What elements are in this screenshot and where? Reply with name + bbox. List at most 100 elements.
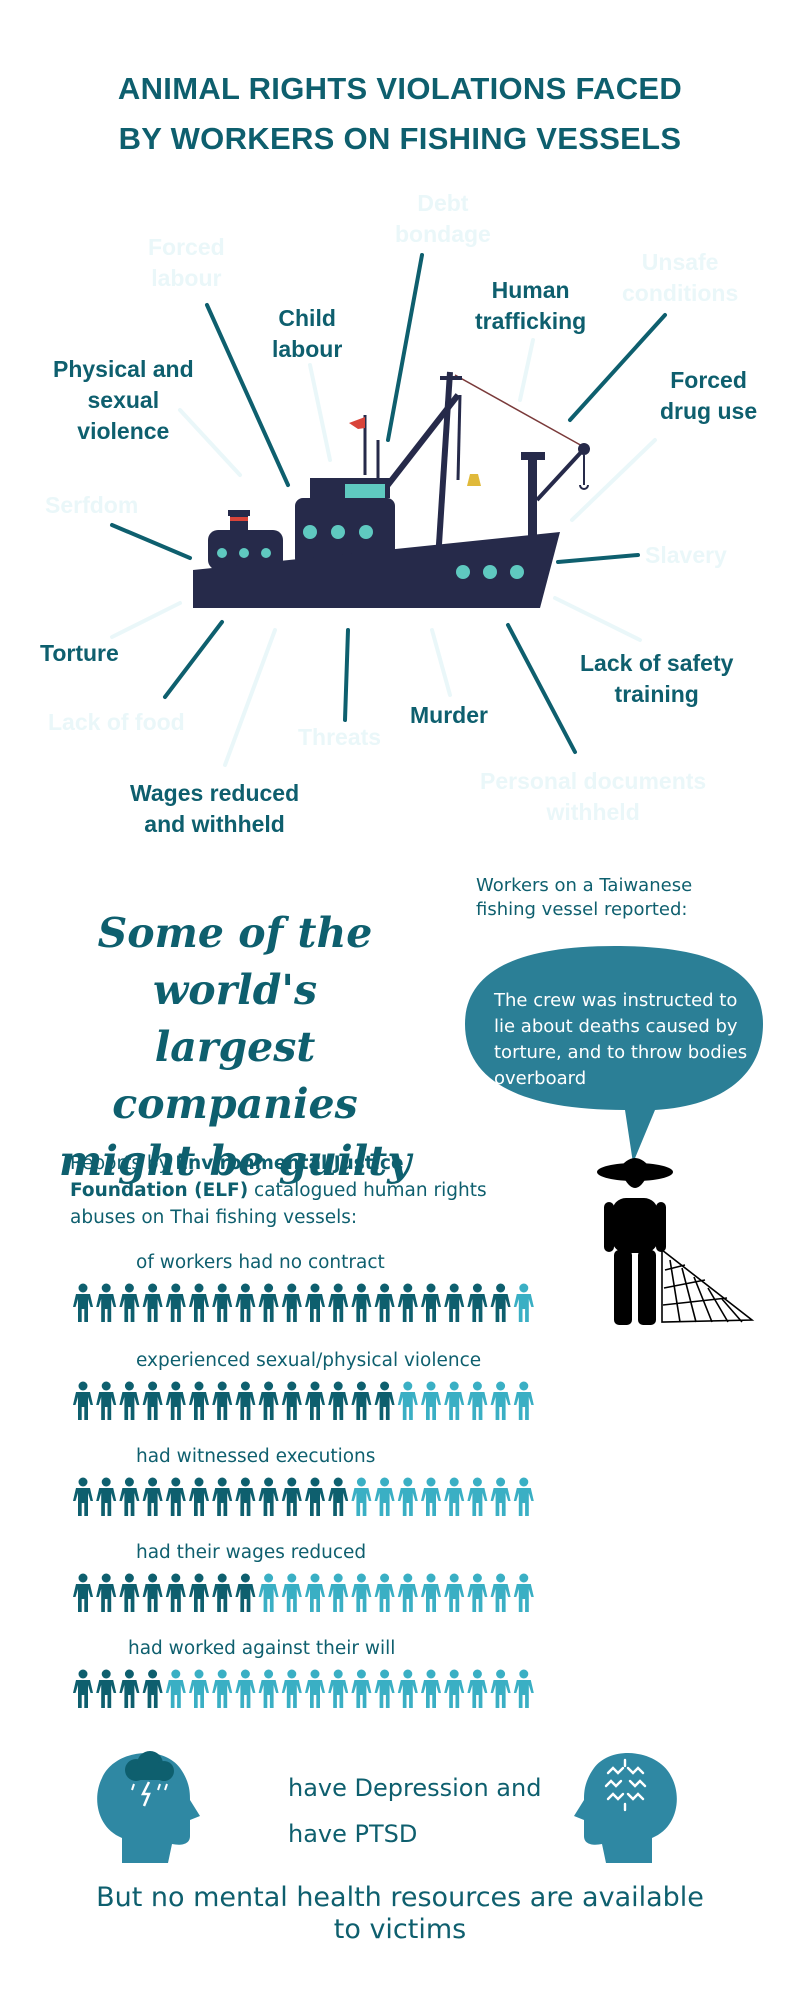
person-icon xyxy=(351,1477,372,1516)
person-icon xyxy=(235,1669,256,1708)
person-icon xyxy=(513,1477,534,1516)
person-icon xyxy=(444,1573,465,1612)
stat-label-wages: had their wages reduced xyxy=(136,1542,367,1563)
ptsd-head-icon xyxy=(574,1753,677,1863)
person-icon xyxy=(328,1669,349,1708)
person-icon xyxy=(328,1573,349,1612)
spoke-serfdom xyxy=(110,523,192,560)
person-icon xyxy=(212,1283,233,1322)
person-icon xyxy=(328,1381,349,1420)
person-icon xyxy=(305,1477,325,1516)
person-icon xyxy=(119,1283,140,1322)
person-icon xyxy=(281,1381,302,1420)
person-icon xyxy=(142,1283,163,1322)
fisherman-icon xyxy=(597,1158,755,1325)
person-icon xyxy=(142,1381,163,1420)
person-icon xyxy=(119,1573,140,1612)
person-icon xyxy=(421,1283,441,1322)
person-icon xyxy=(374,1573,395,1612)
person-icon xyxy=(165,1477,186,1516)
person-icon xyxy=(189,1381,209,1420)
spoke-torture xyxy=(110,601,182,639)
footer-line-1: But no mental health resources are avail… xyxy=(96,1882,704,1913)
person-icon xyxy=(212,1669,233,1708)
spoke-human-trafficking xyxy=(518,338,535,402)
person-icon xyxy=(96,1381,117,1420)
headline-line-2: largest companies xyxy=(112,1023,358,1128)
spoke-forced-drug-use xyxy=(570,438,657,522)
people-pictogram xyxy=(73,1283,534,1322)
person-icon xyxy=(96,1573,117,1612)
person-icon xyxy=(142,1477,163,1516)
person-icon xyxy=(258,1573,279,1612)
stat-label-executions: had witnessed executions xyxy=(136,1446,376,1467)
person-icon xyxy=(444,1669,465,1708)
person-icon xyxy=(165,1669,186,1708)
person-icon xyxy=(467,1573,488,1612)
person-icon xyxy=(444,1283,465,1322)
person-icon xyxy=(73,1381,93,1420)
person-icon xyxy=(397,1669,418,1708)
person-icon xyxy=(351,1381,372,1420)
person-icon xyxy=(281,1477,302,1516)
speech-bubble-graphic xyxy=(465,946,763,1163)
spoke-threats xyxy=(343,628,350,722)
elf-suffix: catalogued human rights abuses on Thai f… xyxy=(70,1180,487,1228)
person-icon xyxy=(397,1477,418,1516)
people-row-wages xyxy=(72,1573,536,1617)
people-pictogram xyxy=(73,1573,534,1612)
person-icon xyxy=(374,1283,395,1322)
person-icon xyxy=(258,1477,279,1516)
title-line-2: BY WORKERS ON FISHING VESSELS xyxy=(118,121,682,156)
depression-head-icon xyxy=(97,1751,200,1863)
spoke-forced-labour xyxy=(205,303,290,487)
person-icon xyxy=(328,1477,349,1516)
spoke-lack-safety xyxy=(553,596,642,642)
title-line-1: ANIMAL RIGHTS VIOLATIONS FACED xyxy=(117,71,683,106)
spoke-personal-docs xyxy=(506,623,577,754)
label-torture: Torture xyxy=(40,640,119,666)
people-row-against-will xyxy=(72,1669,536,1713)
person-icon xyxy=(305,1669,325,1708)
person-icon xyxy=(281,1669,302,1708)
person-icon xyxy=(258,1669,279,1708)
person-icon xyxy=(467,1477,488,1516)
people-pictogram xyxy=(73,1477,534,1516)
label-lack-of-food: Lack of food xyxy=(48,709,185,735)
person-icon xyxy=(467,1381,488,1420)
spoke-murder xyxy=(430,628,452,697)
people-pictogram xyxy=(73,1381,534,1420)
person-icon xyxy=(374,1381,395,1420)
person-icon xyxy=(490,1669,511,1708)
spoke-child-labour xyxy=(308,363,332,462)
spoke-wages xyxy=(223,628,277,767)
taiwan-intro: Workers on a Taiwanese fishing vessel re… xyxy=(476,875,693,920)
person-icon xyxy=(73,1283,93,1322)
stat-label-no-contract: of workers had no contract xyxy=(136,1252,385,1273)
footer-line-2: to victims xyxy=(333,1914,467,1945)
person-icon xyxy=(513,1381,534,1420)
person-icon xyxy=(189,1283,209,1322)
person-icon xyxy=(444,1477,465,1516)
person-icon xyxy=(165,1573,186,1612)
person-icon xyxy=(328,1283,349,1322)
person-icon xyxy=(73,1573,93,1612)
label-threats: Threats xyxy=(298,724,382,750)
person-icon xyxy=(142,1669,163,1708)
person-icon xyxy=(119,1477,140,1516)
person-icon xyxy=(119,1669,140,1708)
person-icon xyxy=(490,1381,511,1420)
spoke-physical-violence xyxy=(178,408,242,477)
person-icon xyxy=(305,1381,325,1420)
person-icon xyxy=(351,1573,372,1612)
footer-statement: But no mental health resources are avail… xyxy=(70,1882,730,1946)
person-icon xyxy=(165,1283,186,1322)
spokes-graphic xyxy=(110,253,667,767)
person-icon xyxy=(96,1669,117,1708)
person-icon xyxy=(351,1283,372,1322)
